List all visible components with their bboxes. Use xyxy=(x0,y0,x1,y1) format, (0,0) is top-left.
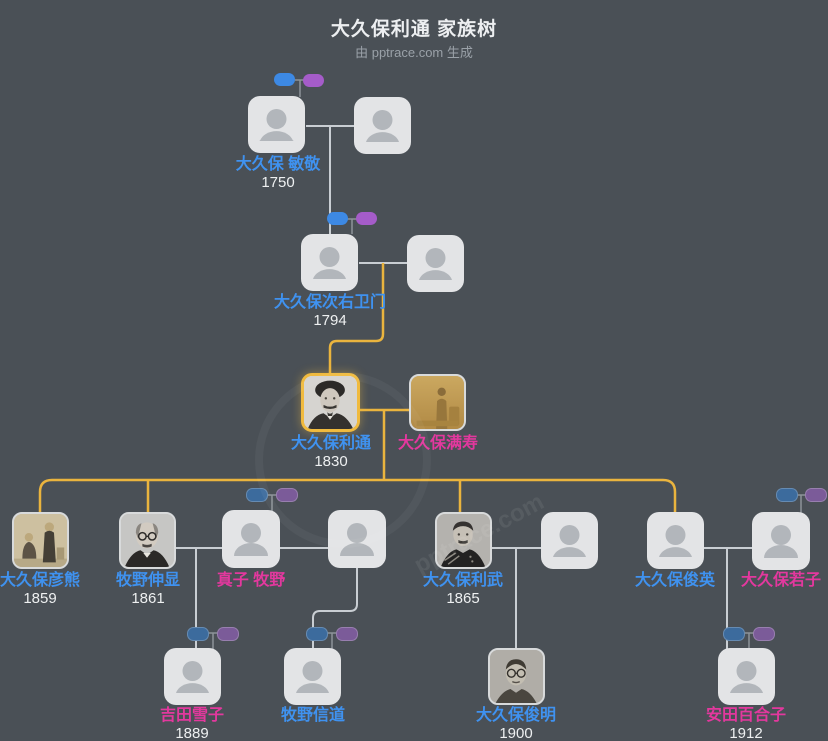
person-node-okubo-toshitake[interactable] xyxy=(435,512,492,569)
person-placeholder-icon xyxy=(764,525,798,558)
person-node-okubo-hikokuma[interactable] xyxy=(12,512,69,569)
person-placeholder-icon xyxy=(313,247,346,279)
person-placeholder-icon xyxy=(553,525,586,557)
add-father-pill[interactable] xyxy=(246,488,268,502)
person-placeholder-icon xyxy=(730,661,763,693)
person-placeholder-icon xyxy=(296,661,329,693)
person-placeholder-icon xyxy=(340,523,374,556)
add-mother-pill[interactable] xyxy=(276,488,298,502)
person-placeholder-icon xyxy=(176,661,209,693)
toshitake-portrait-photo xyxy=(437,514,490,567)
person-node-okubo-toshiaki[interactable] xyxy=(488,648,545,705)
person-placeholder-icon xyxy=(659,525,692,557)
person-node-okubo-wakako[interactable] xyxy=(752,512,810,570)
person-node-okubo-toshimichi[interactable] xyxy=(301,373,360,432)
toshimichi-portrait-photo xyxy=(304,376,357,429)
person-node-unnamed-spouse-toshitake[interactable] xyxy=(541,512,598,569)
toshiaki-portrait-photo xyxy=(490,650,543,703)
add-mother-pill[interactable] xyxy=(336,627,358,641)
masu-portrait-photo xyxy=(411,376,464,429)
person-node-yasuda-yuriko[interactable] xyxy=(718,648,775,705)
add-father-pill[interactable] xyxy=(723,627,745,641)
person-node-makino-nobuaki[interactable] xyxy=(119,512,176,569)
person-placeholder-icon xyxy=(234,523,268,556)
person-node-okubo-jiemon[interactable] xyxy=(301,234,358,291)
add-mother-pill[interactable] xyxy=(303,74,324,87)
add-mother-pill[interactable] xyxy=(356,212,377,225)
add-father-pill[interactable] xyxy=(187,627,209,641)
person-placeholder-icon xyxy=(259,109,294,141)
person-node-unnamed-spouse-gen1[interactable] xyxy=(354,97,411,154)
person-node-makino-nobumichi[interactable] xyxy=(284,648,341,705)
add-mother-pill[interactable] xyxy=(753,627,775,641)
person-node-okubo-binkei[interactable] xyxy=(248,96,305,153)
person-node-mako-makino[interactable] xyxy=(222,510,280,568)
person-node-yoshida-yukiko[interactable] xyxy=(164,648,221,705)
person-node-unnamed-spouse-gen4[interactable] xyxy=(328,510,386,568)
add-father-pill[interactable] xyxy=(274,73,295,86)
hikokuma-portrait-photo xyxy=(14,514,67,567)
person-node-okubo-masu[interactable] xyxy=(409,374,466,431)
page-subtitle: 由 pptrace.com 生成 xyxy=(355,45,473,60)
add-mother-pill[interactable] xyxy=(805,488,827,502)
person-node-okubo-toshihide[interactable] xyxy=(647,512,704,569)
add-father-pill[interactable] xyxy=(327,212,348,225)
person-placeholder-icon xyxy=(419,248,452,280)
add-father-pill[interactable] xyxy=(776,488,798,502)
nobuaki-portrait-photo xyxy=(121,514,174,567)
person-placeholder-icon xyxy=(366,110,399,142)
add-father-pill[interactable] xyxy=(306,627,328,641)
add-mother-pill[interactable] xyxy=(217,627,239,641)
page-title: 大久保利通 家族树 xyxy=(330,19,498,40)
person-node-unnamed-spouse-gen2[interactable] xyxy=(407,235,464,292)
